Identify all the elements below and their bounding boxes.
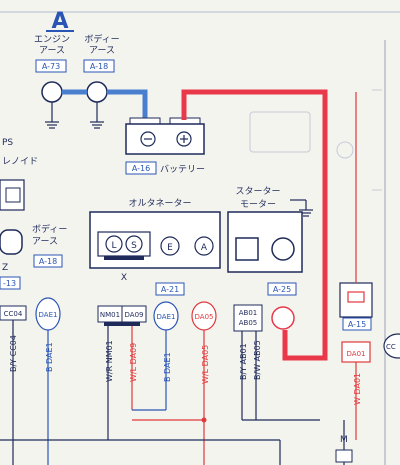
right-relay-block xyxy=(339,282,373,318)
alternator: L S E A xyxy=(89,211,221,269)
battery-ground-wire xyxy=(107,89,148,120)
svg-text:NM01: NM01 xyxy=(100,311,120,319)
starter-motor xyxy=(227,211,303,273)
svg-text:A-21: A-21 xyxy=(161,285,179,294)
svg-text:CC: CC xyxy=(386,343,396,351)
body-ground-label-1: ボディー xyxy=(84,33,119,45)
svg-text:DAE1: DAE1 xyxy=(39,311,58,319)
a15-ref: A-15 xyxy=(342,317,372,331)
starter-b-terminal xyxy=(271,237,295,261)
ps-partial-label: PS xyxy=(2,138,13,148)
svg-text:S: S xyxy=(131,241,137,251)
svg-text:A-15: A-15 xyxy=(348,320,366,329)
connector-ab01-ab05: AB01 AB05 xyxy=(233,304,263,332)
battery-ref: A-16 xyxy=(125,161,157,175)
solenoid-partial xyxy=(0,179,25,255)
alternator-e-terminal xyxy=(160,236,180,256)
engine-ground-ref: A-73 xyxy=(35,59,67,73)
body-ground-symbol xyxy=(90,102,104,129)
battery-label: バッテリー xyxy=(160,164,205,175)
left-body-ground-label-1: ボディー xyxy=(32,223,67,235)
alternator-label: オルタネーター xyxy=(128,198,191,209)
wire-label-by-ab01: B/Y AB01 xyxy=(239,343,248,380)
connector-da05: DA05 xyxy=(191,301,217,331)
wire-label-wr-nm01: W/R NM01 xyxy=(105,340,114,382)
svg-text:-13: -13 xyxy=(3,279,16,288)
solenoid-partial-label: レノイド xyxy=(2,157,38,167)
starter-fusible-link xyxy=(271,306,295,330)
wire-junction-red xyxy=(201,417,207,423)
engine-ground-label-2: アース xyxy=(39,46,65,56)
left-partial-ref: -13 xyxy=(0,276,21,290)
svg-text:A: A xyxy=(201,243,208,253)
svg-text:A-18: A-18 xyxy=(39,257,57,266)
svg-text:AB01: AB01 xyxy=(239,309,258,317)
connector-dae1-mid: DAE1 xyxy=(153,301,179,331)
battery-positive-cable xyxy=(181,89,328,361)
starter-label-2: モーター xyxy=(240,199,276,210)
engine-ground-label-1: エンジン xyxy=(34,35,70,45)
connector-cc04: CC04 xyxy=(0,305,27,321)
wire-label-w-da01: W DA01 xyxy=(353,373,362,405)
wire-label-bw-ab05: B/W AB05 xyxy=(253,340,262,380)
wire-label-wl-da05: W/L DA05 xyxy=(201,345,210,384)
engine-ground-terminal xyxy=(41,81,63,103)
svg-text:DA01: DA01 xyxy=(347,350,366,358)
wire-label-by-cc04: B/Y CC04 xyxy=(9,335,18,372)
svg-text:CC04: CC04 xyxy=(4,310,23,318)
alternator-sublabel: X xyxy=(121,273,127,283)
starter-label-1: スターター xyxy=(235,186,280,197)
alternator-l-terminal xyxy=(105,235,123,253)
svg-text:L: L xyxy=(111,241,116,251)
connector-dae1-left: DAE1 xyxy=(35,297,61,331)
svg-text:A-18: A-18 xyxy=(90,62,108,71)
left-body-ground-label-2: アース xyxy=(32,237,58,247)
wire-label-b-dae1-mid: B DAE1 xyxy=(163,352,172,382)
starter-ref: A-25 xyxy=(267,282,297,296)
body-ground-terminal xyxy=(86,81,108,103)
section-marker: A xyxy=(46,9,74,34)
wire-label-b-dae1: B DAE1 xyxy=(45,342,54,372)
svg-text:DA09: DA09 xyxy=(125,311,144,319)
motor-label: M xyxy=(340,435,348,445)
body-ground-label-2: アース xyxy=(89,46,115,56)
engine-ground-symbol xyxy=(45,102,59,129)
svg-text:A-73: A-73 xyxy=(42,62,60,71)
connector-da01: DA01 xyxy=(341,341,371,363)
alternator-a-terminal xyxy=(194,236,214,256)
motor-symbol: M xyxy=(335,420,353,465)
svg-text:DA05: DA05 xyxy=(195,313,214,321)
connector-cc-partial: CC xyxy=(383,333,400,359)
left-body-ground-ref: A-18 xyxy=(33,254,63,268)
svg-text:A-16: A-16 xyxy=(132,164,150,173)
battery xyxy=(125,117,205,155)
connector-nm01-da09: NM01 DA09 xyxy=(97,305,147,326)
alternator-ref: A-21 xyxy=(155,282,185,296)
z-partial-label: Z xyxy=(2,263,8,273)
body-ground-ref: A-18 xyxy=(83,59,115,73)
faint-background-marks xyxy=(249,89,382,191)
section-letter: A xyxy=(51,9,68,34)
wire-label-wl-da09: W/L DA09 xyxy=(129,343,138,382)
svg-text:AB05: AB05 xyxy=(239,319,258,327)
svg-text:E: E xyxy=(167,243,173,253)
alternator-s-terminal xyxy=(125,235,143,253)
svg-text:DAE1: DAE1 xyxy=(157,313,176,321)
starter-s-terminal xyxy=(235,237,259,261)
svg-text:A-25: A-25 xyxy=(273,285,291,294)
